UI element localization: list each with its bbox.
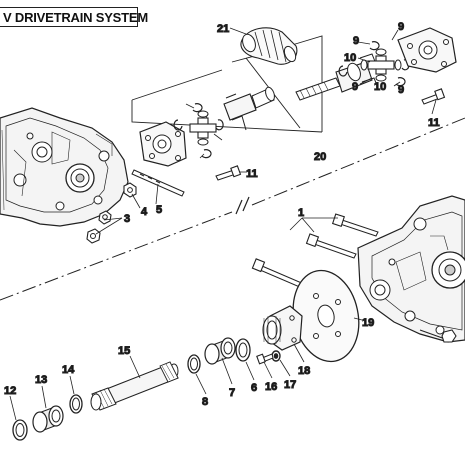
axle-shaft-15	[90, 361, 179, 411]
callout-5: 5	[156, 204, 162, 216]
seal-ring-8	[187, 354, 201, 374]
callout-labels: 21 9 10 9 9 10 9 11 20 11 3 4 5 1 15 12 …	[4, 21, 441, 409]
snap-ring-9-middle	[173, 103, 224, 159]
divider-break-mark	[235, 196, 250, 215]
bearing-7	[204, 337, 236, 365]
callout-7: 7	[229, 387, 235, 399]
seal-ring-14	[69, 394, 83, 414]
flange-yoke-middle	[139, 121, 187, 167]
rear-gearcase-housing	[357, 195, 465, 343]
callout-11: 11	[246, 168, 258, 180]
diagram-title: V DRIVETRAIN SYSTEM	[3, 10, 148, 25]
callout-18: 18	[298, 365, 310, 377]
gearcase-housing-left	[0, 107, 129, 227]
diagram-title-box: V DRIVETRAIN SYSTEM	[0, 7, 148, 27]
brake-disc-19	[292, 269, 360, 363]
nut-4	[123, 182, 137, 198]
housing-bolt-3	[86, 210, 112, 244]
seal-ring-6	[235, 338, 251, 362]
flange-yoke-upper	[397, 27, 457, 73]
yoke-middle	[223, 86, 275, 131]
callout-8: 8	[202, 396, 208, 408]
hub-18	[262, 305, 303, 351]
u-joint-cross-upper	[360, 48, 402, 82]
snap-ring-9-upper	[338, 41, 410, 87]
callout-15: 15	[118, 345, 130, 357]
callout-14: 14	[62, 364, 75, 376]
callout-12: 12	[4, 385, 16, 397]
callout-9: 9	[353, 35, 359, 47]
section-divider-line	[0, 117, 465, 301]
callout-10: 10	[374, 81, 386, 93]
callout-3: 3	[124, 213, 130, 225]
callout-16: 16	[265, 381, 277, 393]
boot-21	[240, 27, 298, 65]
callout-6: 6	[251, 382, 257, 394]
u-joint-cross-middle	[189, 110, 217, 146]
washer-17	[271, 350, 281, 362]
bolt-11-middle	[215, 165, 242, 181]
callout-10: 10	[344, 52, 356, 64]
callout-9: 9	[398, 21, 404, 33]
bolt-11-upper	[421, 88, 446, 105]
callout-20: 20	[314, 151, 326, 163]
callout-13: 13	[35, 374, 47, 386]
bolt-16	[256, 353, 274, 365]
callout-11: 11	[428, 117, 440, 129]
callout-17: 17	[284, 379, 296, 391]
callout-9: 9	[352, 81, 358, 93]
bearing-13	[32, 405, 64, 433]
callout-9: 9	[398, 84, 404, 96]
leader-lines	[9, 27, 437, 421]
callout-1: 1	[298, 207, 304, 219]
callout-21: 21	[217, 23, 229, 35]
long-bolt-1	[251, 213, 457, 343]
seal-ring-12	[12, 419, 28, 441]
callout-19: 19	[362, 317, 374, 329]
callout-4: 4	[141, 206, 148, 218]
stud-5	[131, 169, 185, 197]
